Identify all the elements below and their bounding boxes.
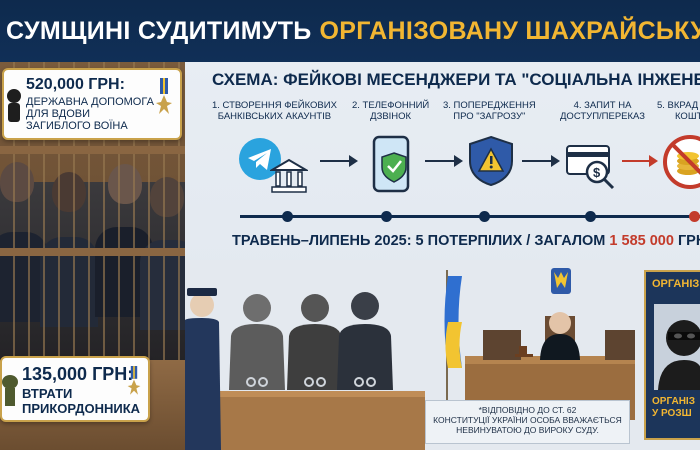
step-2-label: 2. ТЕЛЕФОННИЙ ДЗВІНОК (352, 100, 430, 122)
flow-arrow (320, 155, 358, 167)
card-search-icon: $ (566, 145, 615, 190)
flow-arrow-red (622, 155, 658, 167)
stolen-coins-icon (663, 135, 700, 189)
timeline-dot (381, 211, 392, 222)
bank-icon (270, 158, 308, 193)
timeline-dot-red (689, 211, 700, 222)
telegram-icon (239, 138, 281, 180)
legal-footnote: *ВІДПОВІДНО ДО СТ. 62 КОНСТИТУЦІЇ УКРАЇН… (425, 400, 630, 444)
scheme-title: СХЕМА: ФЕЙКОВІ МЕСЕНДЖЕРИ ТА "СОЦІАЛЬНА … (212, 70, 700, 89)
widow-aid-card: 520,000 ГРН: ДЕРЖАВНА ДОПОМОГА ДЛЯ ВДОВИ… (2, 68, 182, 140)
widow-aid-amount: 520,000 ГРН: (26, 76, 125, 93)
wanted-caption: ОРГАНІЗ У РОЗШ (652, 396, 695, 419)
border-guard-loss-card: 135,000 ГРН: ВТРАТИ ПРИКОРДОННИКА (0, 356, 150, 422)
wanted-title: ОРГАНІЗ (652, 278, 700, 290)
smartphone-shield-icon (372, 135, 410, 193)
step-5-label: 5. ВКРАД КОШТ (657, 100, 700, 122)
soldier-helmet-icon (2, 375, 18, 406)
summary-line: ТРАВЕНЬ–ЛИПЕНЬ 2025: 5 ПОТЕРПІЛИХ / ЗАГА… (232, 233, 700, 249)
flow-arrow (522, 155, 560, 167)
timeline-dot (479, 211, 490, 222)
headline-gold: ОРГАНІЗОВАНУ ШАХРАЙСЬКУ ГРУ (319, 16, 700, 45)
timeline-bar (240, 215, 700, 218)
step-1-label: 1. СТВОРЕННЯ ФЕЙКОВИХ БАНКІВСЬКИХ АКАУНТ… (212, 100, 337, 122)
border-guard-description: ВТРАТИ ПРИКОРДОННИКА (22, 386, 141, 416)
svg-text:$: $ (593, 165, 601, 180)
medal-icon (156, 78, 172, 114)
soldier-silhouette-icon (7, 89, 21, 122)
flow-arrow (425, 155, 463, 167)
wanted-poster: ОРГАНІЗ ОРГАНІЗ У РОЗШ (644, 270, 700, 440)
step-3-label: 3. ПОПЕРЕДЖЕННЯ ПРО "ЗАГРОЗУ" (443, 100, 536, 122)
medal-icon (127, 366, 141, 395)
warning-shield-icon (469, 135, 513, 187)
total-amount: 1 585 000 (609, 233, 674, 249)
step-4-label: 4. ЗАПИТ НА ДОСТУП/ПЕРЕКАЗ (560, 100, 646, 122)
headline: СУМЩИНІ СУДИТИМУТЬ ОРГАНІЗОВАНУ ШАХРАЙСЬ… (0, 0, 700, 62)
timeline-dot (282, 211, 293, 222)
border-guard-amount: 135,000 ГРН: (22, 364, 134, 384)
masked-suspect-icon (654, 304, 700, 390)
widow-aid-description: ДЕРЖАВНА ДОПОМОГА ДЛЯ ВДОВИ ЗАГИБЛОГО ВО… (26, 96, 154, 132)
headline-white: СУМЩИНІ СУДИТИМУТЬ (6, 16, 312, 45)
timeline-dot (585, 211, 596, 222)
